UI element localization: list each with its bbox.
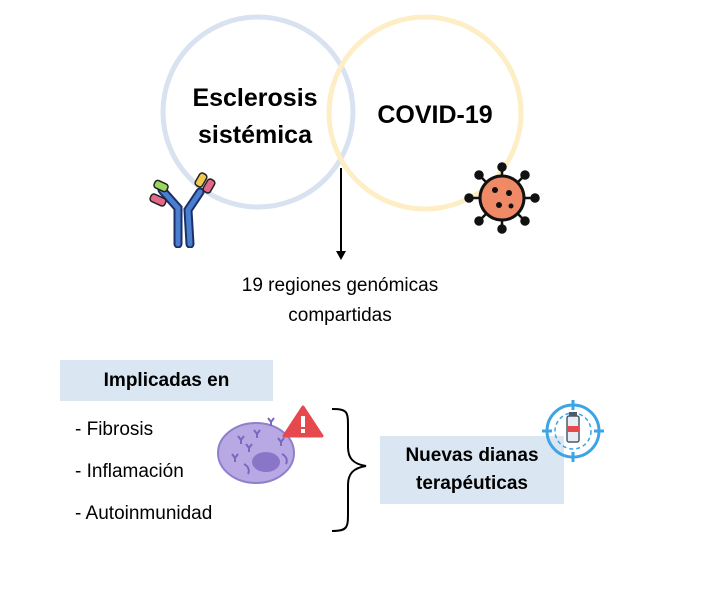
systemic-sclerosis-label: Esclerosis sistémica bbox=[175, 80, 335, 154]
new-targets-line1: Nuevas dianas bbox=[405, 445, 539, 466]
shared-regions-text: 19 regiones genómicas compartidas bbox=[190, 271, 490, 331]
antibody-icon bbox=[149, 172, 216, 248]
curly-brace bbox=[331, 408, 367, 532]
new-targets-box: Nuevas dianas terapéuticas bbox=[380, 436, 564, 504]
warning-icon bbox=[282, 405, 324, 438]
cell-icon bbox=[217, 405, 324, 484]
systemic-sclerosis-label-line2: sistémica bbox=[198, 121, 312, 149]
list-item-autoimmunity: - Autoinmunidad bbox=[75, 503, 213, 524]
drug-target-icon bbox=[542, 400, 604, 462]
virus-icon bbox=[464, 162, 540, 234]
covid-label: COVID-19 bbox=[377, 101, 493, 129]
list-item-inflammation: - Inflamación bbox=[75, 461, 184, 482]
shared-regions-line2: compartidas bbox=[288, 305, 392, 326]
down-arrow-head bbox=[336, 251, 346, 260]
systemic-sclerosis-label-line1: Esclerosis bbox=[192, 84, 318, 112]
implicated-title-box: Implicadas en bbox=[60, 360, 273, 401]
covid-circle bbox=[326, 14, 524, 212]
shared-regions-line1: 19 regiones genómicas bbox=[241, 275, 439, 296]
list-item-fibrosis: - Fibrosis bbox=[75, 419, 154, 440]
new-targets-line2: terapéuticas bbox=[416, 473, 528, 494]
systemic-sclerosis-circle bbox=[160, 14, 356, 210]
